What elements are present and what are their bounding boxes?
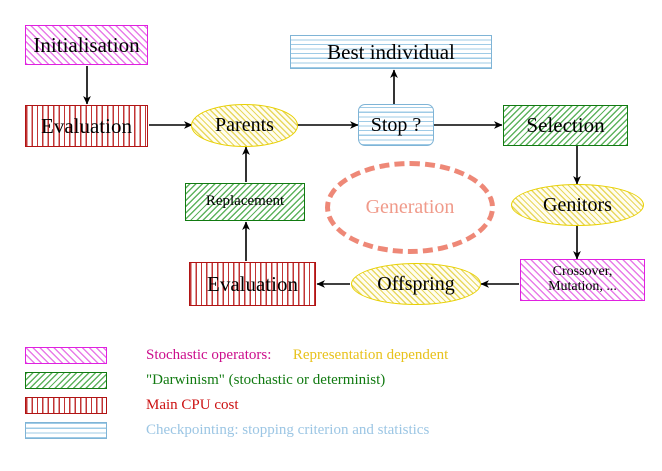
node-selection-label: Selection [526, 113, 605, 138]
node-initialisation-label: Initialisation [33, 32, 140, 57]
node-genitors-label: Genitors [543, 193, 612, 216]
node-initialisation[interactable]: Initialisation [25, 25, 148, 65]
legend-label-stochastic-operators: Stochastic operators: [146, 346, 272, 363]
legend-row-cpu-cost: Main CPU cost [25, 392, 239, 418]
node-parents-label: Parents [215, 114, 274, 136]
node-offspring-label: Offspring [377, 272, 455, 295]
legend-label-darwinism: "Darwinism" (stochastic or determinist) [146, 371, 386, 388]
node-generation-group: Generation [325, 161, 495, 254]
node-crossover-line1: Crossover, [552, 264, 613, 280]
node-selection[interactable]: Selection [503, 105, 628, 146]
node-evaluation-top-label: Evaluation [41, 113, 132, 138]
legend-swatch-green-hatch [25, 371, 107, 389]
node-replacement[interactable]: Replacement [185, 183, 305, 221]
node-parents[interactable]: Parents [191, 104, 298, 147]
node-evaluation-bottom-label: Evaluation [207, 271, 298, 296]
node-genitors[interactable]: Genitors [511, 184, 644, 226]
node-best-individual[interactable]: Best individual [290, 35, 492, 69]
node-evaluation-bottom[interactable]: Evaluation [189, 262, 316, 306]
legend-text-stochastic: Stochastic operators: Representation dep… [146, 347, 448, 364]
node-stop-label: Stop ? [370, 113, 422, 136]
node-crossover-line2: Mutation, ... [548, 279, 617, 294]
legend-row-checkpointing: Checkpointing: stopping criterion and st… [25, 417, 429, 443]
legend-label-checkpointing: Checkpointing: stopping criterion and st… [146, 421, 430, 438]
legend-row-darwinism: "Darwinism" (stochastic or determinist) [25, 367, 385, 393]
legend-label-main-cpu-cost: Main CPU cost [146, 396, 239, 413]
node-stop[interactable]: Stop ? [358, 104, 434, 146]
node-generation-label: Generation [365, 196, 455, 218]
legend-label-representation-dependent: Representation dependent [292, 346, 449, 363]
legend-swatch-red-vertical-hatch [25, 396, 107, 414]
node-replacement-label: Replacement [205, 193, 285, 210]
node-evaluation-top[interactable]: Evaluation [25, 105, 148, 147]
legend-swatch-blue-horizontal-hatch [25, 421, 107, 439]
node-offspring[interactable]: Offspring [351, 263, 481, 305]
legend-swatch-magenta-hatch [25, 346, 107, 364]
legend-row-stochastic: Stochastic operators: Representation dep… [25, 342, 448, 368]
node-crossover-mutation[interactable]: Crossover, Mutation, ... [520, 259, 645, 301]
node-best-individual-label: Best individual [327, 39, 455, 64]
legend: Stochastic operators: Representation dep… [0, 336, 662, 471]
